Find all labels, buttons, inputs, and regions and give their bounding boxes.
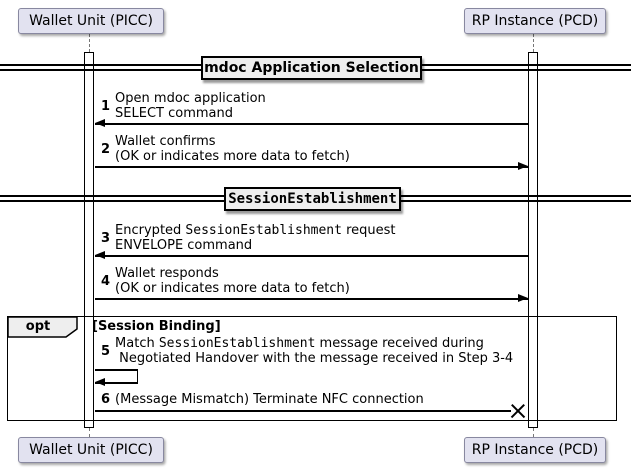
participant-rp-bottom-label: RP Instance (PCD): [471, 442, 599, 458]
opt-fragment-label: opt: [7, 316, 79, 338]
message-2-arrow: [95, 166, 528, 168]
message-5-line1: Match SessionEstablishment message recei…: [115, 336, 513, 351]
message-4-line2: (OK or indicates more data to fetch): [115, 281, 350, 296]
message-2: 2 Wallet confirms (OK or indicates more …: [101, 134, 350, 164]
divider2-label: SessionEstablishment: [228, 191, 397, 207]
message-6-line1: (Message Mismatch) Terminate NFC connect…: [115, 392, 424, 407]
message-5-line2: Negotiated Handover with the message rec…: [115, 351, 514, 366]
message-3-number: 3: [101, 230, 111, 246]
opt-guard: [Session Binding]: [92, 319, 221, 334]
message-5-loop-bottom: [95, 382, 138, 384]
participant-wallet-bottom: Wallet Unit (PICC): [18, 437, 164, 463]
message-5-text-segment: Match: [115, 336, 159, 351]
message-3-mono-segment: SessionEstablishment: [185, 223, 342, 238]
message-4-arrow: [95, 298, 528, 300]
opt-fragment-box: [7, 316, 617, 421]
message-4-arrowhead: [518, 294, 528, 302]
participant-wallet-top: Wallet Unit (PICC): [18, 8, 164, 34]
message-5-number: 5: [101, 343, 111, 359]
message-5-loop-side: [136, 369, 138, 383]
wallet-lifeline-bottom: [89, 428, 90, 437]
wallet-activation-bar: [84, 52, 94, 428]
rp-lifeline: [533, 34, 534, 52]
message-5-mono-segment: SessionEstablishment: [158, 336, 316, 351]
divider1-label: mdoc Application Selection: [204, 60, 419, 76]
opt-pentagon-shape: [7, 316, 78, 338]
participant-rp-label: RP Instance (PCD): [471, 13, 599, 29]
message-3-line2: ENVELOPE command: [115, 238, 253, 253]
message-5-loop-top: [95, 369, 138, 371]
message-1-number: 1: [101, 98, 111, 114]
wallet-lifeline: [89, 34, 90, 52]
message-2-number: 2: [101, 141, 111, 157]
participant-rp-top: RP Instance (PCD): [464, 8, 606, 34]
message-5-arrowhead: [95, 378, 105, 386]
message-2-line2: (OK or indicates more data to fetch): [115, 149, 350, 164]
message-5-text-segment: message received during: [315, 336, 484, 351]
message-1: 1 Open mdoc application SELECT command: [101, 91, 266, 121]
message-6-number: 6: [101, 392, 111, 407]
message-2-line1: Wallet confirms: [115, 134, 216, 149]
opt-operator: opt: [25, 318, 51, 334]
participant-wallet-label: Wallet Unit (PICC): [29, 13, 153, 29]
message-3-arrow: [95, 255, 528, 257]
message-6: 6 (Message Mismatch) Terminate NFC conne…: [101, 392, 424, 407]
message-3-arrowhead: [95, 251, 105, 259]
message-1-line2: SELECT command: [115, 106, 234, 121]
message-5: 5 Match SessionEstablishment message rec…: [101, 336, 513, 366]
message-3-text-segment: Encrypted: [115, 223, 186, 238]
message-6-arrow: [95, 410, 511, 412]
message-4: 4 Wallet responds (OK or indicates more …: [101, 266, 350, 296]
participant-rp-bottom: RP Instance (PCD): [464, 437, 606, 463]
divider-session-establishment: SessionEstablishment: [224, 187, 401, 211]
rp-lifeline-bottom: [533, 428, 534, 437]
rp-activation-bar: [528, 52, 538, 428]
message-1-line1: Open mdoc application: [115, 91, 266, 106]
message-4-line1: Wallet responds: [115, 266, 219, 281]
destroy-x-icon: [509, 402, 527, 420]
message-3: 3 Encrypted SessionEstablishment request…: [101, 223, 396, 253]
participant-wallet-bottom-label: Wallet Unit (PICC): [29, 442, 153, 458]
message-3-text-segment: request: [341, 223, 396, 238]
message-1-arrowhead: [95, 119, 105, 127]
message-3-line1: Encrypted SessionEstablishment request: [115, 223, 395, 238]
message-2-arrowhead: [518, 162, 528, 170]
divider-mdoc-application-selection: mdoc Application Selection: [201, 56, 422, 80]
message-4-number: 4: [101, 273, 111, 289]
message-1-arrow: [95, 123, 528, 125]
